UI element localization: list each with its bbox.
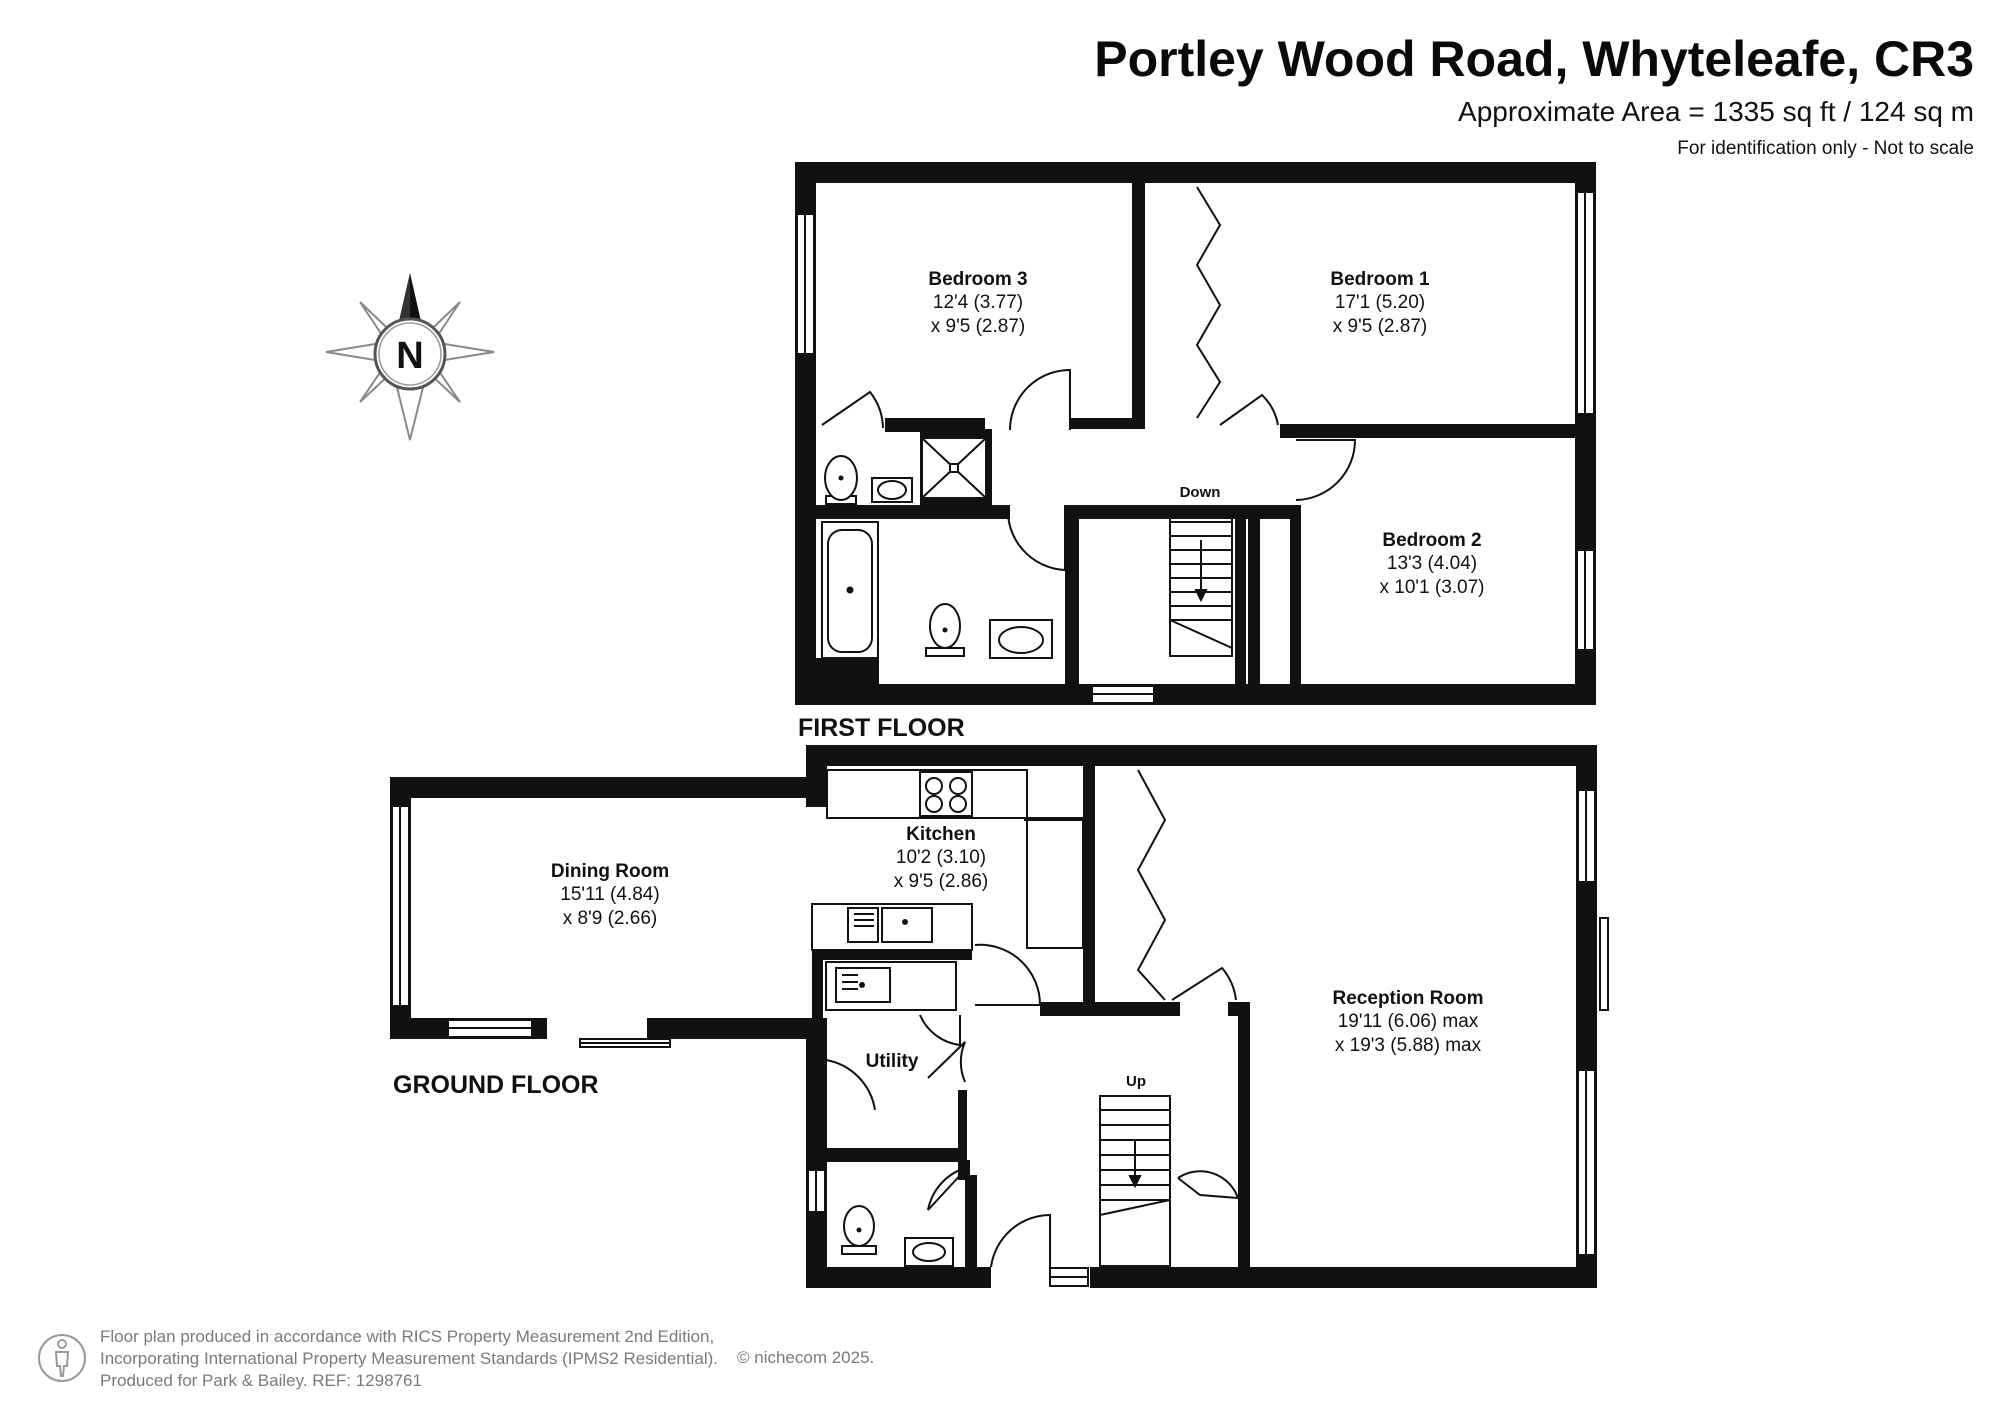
footer-text: Floor plan produced in accordance with R… [100, 1326, 718, 1392]
room-name-bedroom-3: Bedroom 3 [928, 269, 1027, 290]
room-name-dining-room: Dining Room [551, 861, 669, 882]
room-dim-bedroom-3-1: 12'4 (3.77) [933, 292, 1023, 313]
disclaimer-note: For identification only - Not to scale [1677, 138, 1974, 159]
copyright: © nichecom 2025. [737, 1348, 875, 1367]
bath-icon [821, 521, 879, 659]
approximate-area: Approximate Area = 1335 sq ft / 124 sq m [1458, 96, 1974, 127]
stairs-down-label: Down [1180, 484, 1221, 501]
footer-line-2: Incorporating International Property Mea… [100, 1349, 718, 1368]
page-title: Portley Wood Road, Whyteleafe, CR3 [1094, 31, 1974, 87]
room-dim-bedroom-2-2: x 10'1 (3.07) [1379, 577, 1484, 598]
toilet-icon [841, 1205, 877, 1255]
ground-floor-fixtures [811, 769, 1084, 1267]
toilet-icon [925, 603, 965, 657]
basin-icon [989, 619, 1053, 659]
room-dim-reception-room-2: x 19'3 (5.88) max [1335, 1035, 1482, 1056]
basin-icon [871, 477, 913, 503]
first-floor-labels: Bedroom 3 12'4 (3.77) x 9'5 (2.87) Bedro… [928, 269, 1484, 598]
first-floor-windows [796, 191, 1595, 704]
room-dim-reception-room-1: 19'11 (6.06) max [1338, 1011, 1479, 1032]
first-floor-walls [795, 162, 1596, 705]
ground-floor-windows [391, 789, 1609, 1287]
footer-line-1: Floor plan produced in accordance with R… [100, 1327, 715, 1346]
ground-floor-stairs [1099, 1095, 1171, 1267]
room-name-bedroom-1: Bedroom 1 [1330, 269, 1430, 290]
compass-north-label: N [396, 335, 423, 377]
ground-floor-labels: Dining Room 15'11 (4.84) x 8'9 (2.66) Ki… [551, 824, 1484, 1090]
compass-icon: N [325, 273, 495, 441]
hob-icon [919, 771, 973, 817]
room-dim-kitchen-1: 10'2 (3.10) [896, 847, 986, 868]
room-dim-bedroom-1-2: x 9'5 (2.87) [1333, 316, 1427, 337]
room-dim-kitchen-2: x 9'5 (2.86) [894, 871, 988, 892]
sink-icon [811, 903, 973, 951]
basin-icon [904, 1237, 954, 1267]
room-dim-bedroom-2-1: 13'3 (4.04) [1387, 553, 1477, 574]
ground-floor-label: GROUND FLOOR [393, 1071, 599, 1099]
first-floor-fixtures [821, 437, 1053, 659]
shower-icon [921, 437, 987, 499]
room-name-kitchen: Kitchen [906, 824, 976, 845]
room-dim-dining-room-2: x 8'9 (2.66) [563, 908, 657, 929]
first-floor-doors [821, 186, 1357, 684]
room-dim-bedroom-3-2: x 9'5 (2.87) [931, 316, 1025, 337]
room-dim-dining-room-1: 15'11 (4.84) [560, 884, 659, 905]
room-dim-bedroom-1-1: 17'1 (5.20) [1335, 292, 1425, 313]
person-icon [38, 1334, 86, 1382]
footer-line-3: Produced for Park & Bailey. REF: 1298761 [100, 1371, 422, 1390]
ground-floor-doors [823, 769, 1239, 1268]
room-name-utility: Utility [866, 1051, 919, 1072]
toilet-icon [824, 455, 858, 505]
room-name-reception-room: Reception Room [1333, 988, 1484, 1009]
first-floor-label: FIRST FLOOR [798, 714, 965, 742]
sink-icon [825, 961, 957, 1011]
stairs-up-label: Up [1126, 1073, 1146, 1090]
room-name-bedroom-2: Bedroom 2 [1382, 530, 1481, 551]
first-floor-stairs [1169, 507, 1233, 657]
